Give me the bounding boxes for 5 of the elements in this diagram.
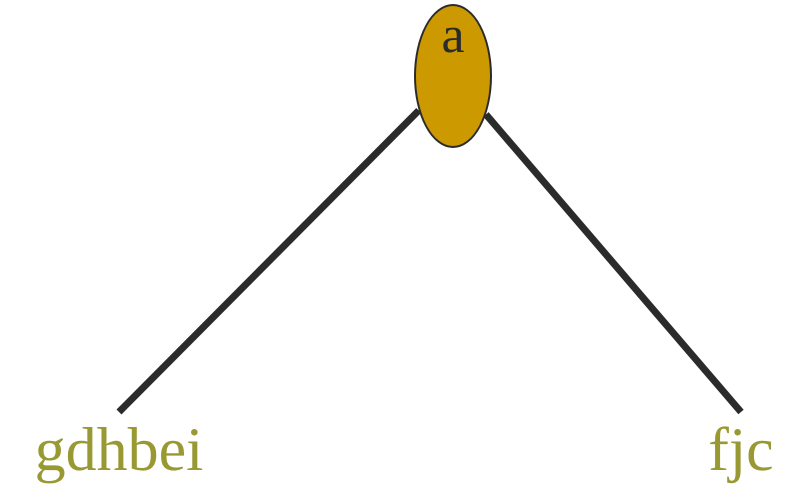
connector-line bbox=[483, 112, 744, 414]
connector-line bbox=[116, 108, 422, 414]
node-label: a bbox=[441, 10, 465, 62]
leaf-label: gdhbei bbox=[14, 412, 224, 488]
leaf-label: fjc bbox=[696, 412, 786, 488]
